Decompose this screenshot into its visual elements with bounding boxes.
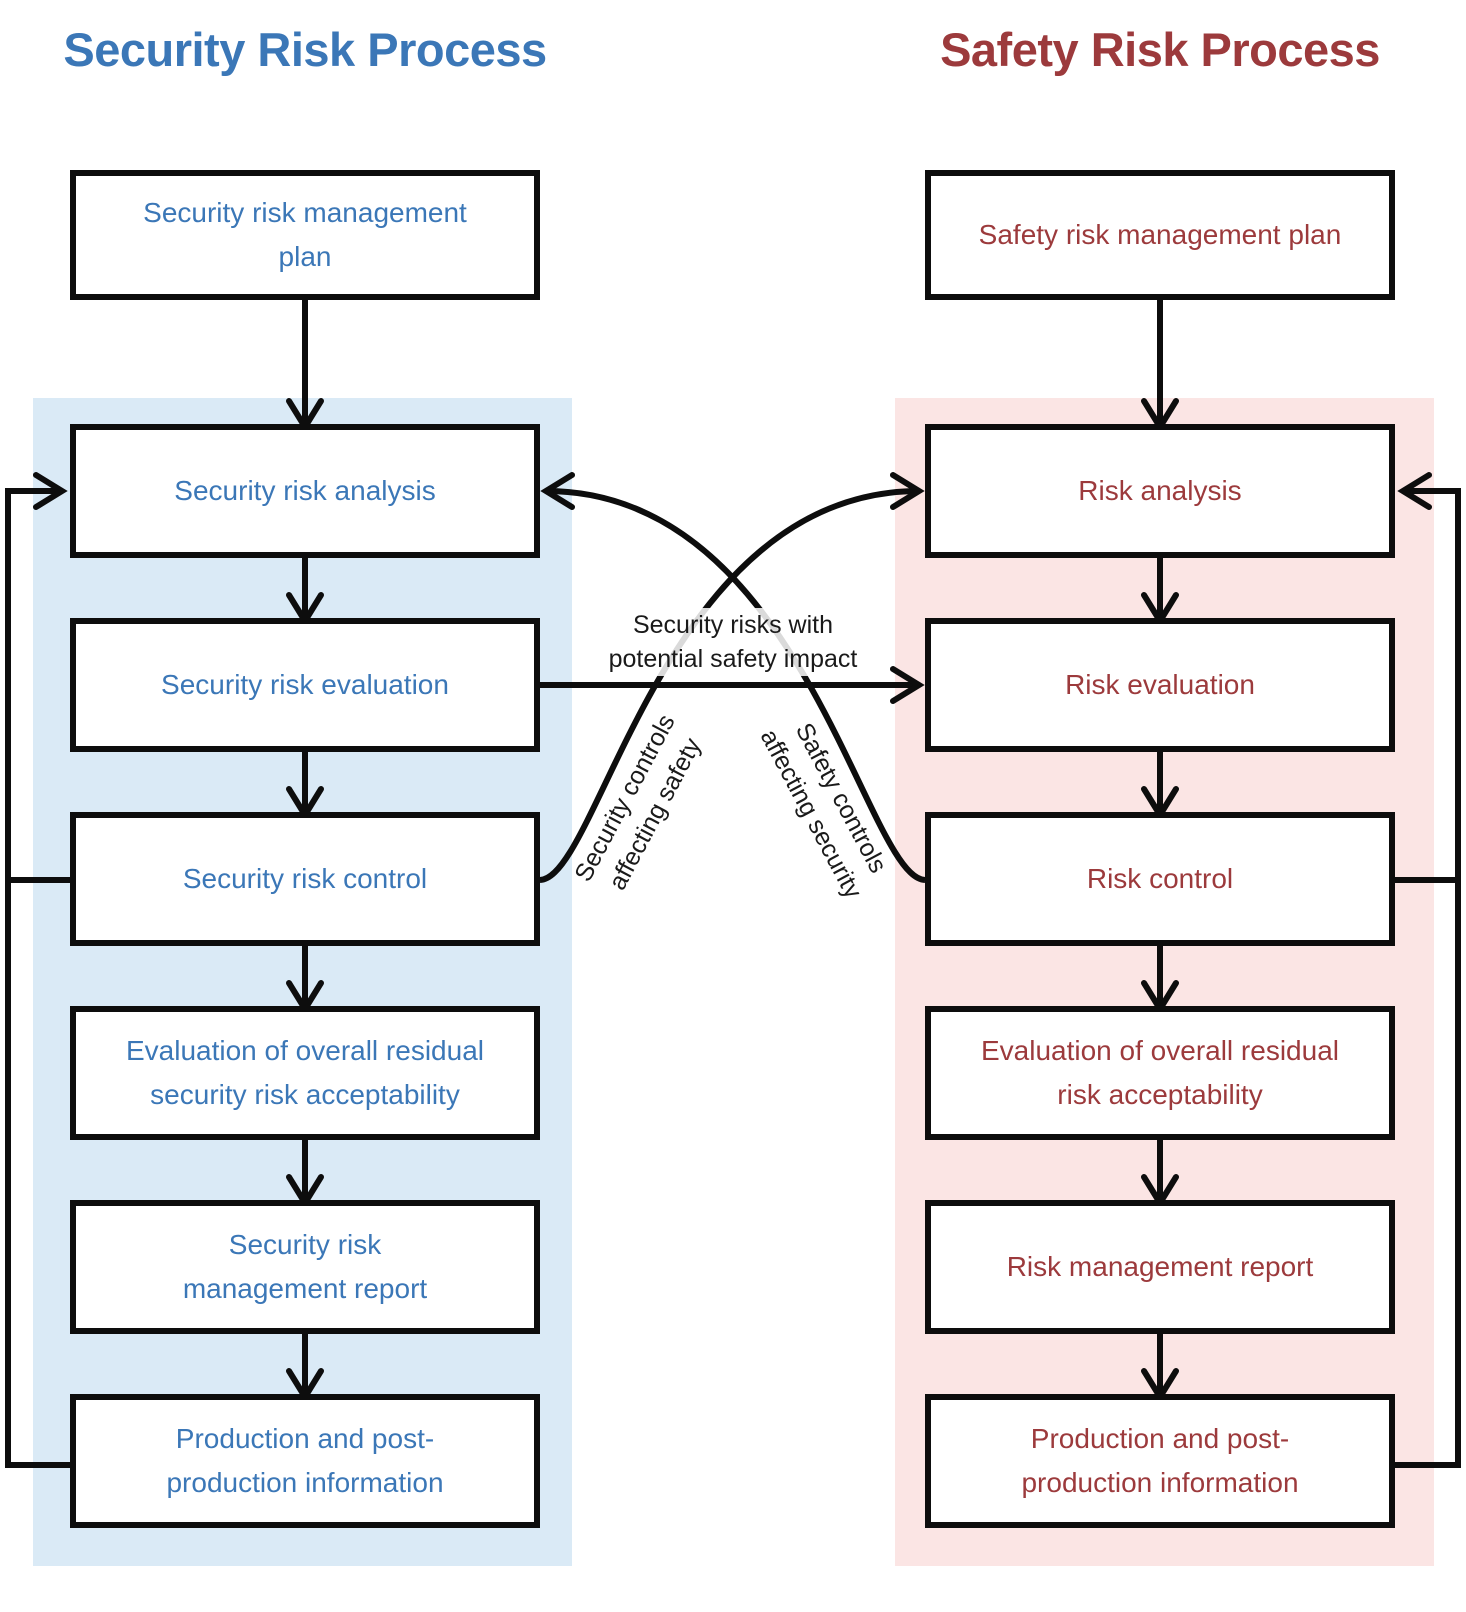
- node-label-line: Security risk analysis: [174, 475, 436, 506]
- node-label-line: Risk evaluation: [1065, 669, 1255, 700]
- feedback-left-loop: [5, 472, 70, 1468]
- node-security-residual-risk-acceptability: Evaluation of overall residual security …: [70, 1006, 540, 1140]
- node-label-line: management report: [182, 1273, 428, 1304]
- label-security-risks-impact: Security risks with potential safety imp…: [513, 608, 953, 676]
- node-risk-management-report: Risk management report: [925, 1200, 1395, 1334]
- node-security-risk-control: Security risk control: [70, 812, 540, 946]
- node-residual-risk-acceptability: Evaluation of overall residual risk acce…: [925, 1006, 1395, 1140]
- node-label-line: production information: [1021, 1467, 1299, 1498]
- node-security-risk-evaluation: Security risk evaluation: [70, 618, 540, 752]
- node-label-line: Security risk management: [143, 197, 467, 228]
- node-label-line: Security risk: [228, 1229, 382, 1260]
- node-label-line: production information: [166, 1467, 444, 1498]
- feedback-right-loop: [1395, 472, 1461, 1468]
- node-security-risk-management-report: Security risk management report: [70, 1200, 540, 1334]
- node-label-line: Evaluation of overall residual: [126, 1035, 484, 1066]
- node-label-line: Safety risk management plan: [978, 219, 1342, 250]
- curve-safety-controls-to-security-analysis: [540, 472, 926, 883]
- node-label-line: Evaluation of overall residual: [981, 1035, 1339, 1066]
- safety-process-title: Safety Risk Process: [940, 23, 1380, 76]
- node-security-risk-management-plan: Security risk management plan: [70, 170, 540, 300]
- node-label-line: security risk acceptability: [150, 1079, 460, 1110]
- node-risk-analysis: Risk analysis: [925, 424, 1395, 558]
- node-risk-control: Risk control: [925, 812, 1395, 946]
- node-label-line: Security risk control: [182, 863, 428, 894]
- node-label-line: Production and post-: [1030, 1423, 1290, 1454]
- node-label-line: risk acceptability: [1057, 1079, 1263, 1110]
- node-safety-risk-management-plan: Safety risk management plan: [925, 170, 1395, 300]
- node-security-production-information: Production and post- production informat…: [70, 1394, 540, 1528]
- node-security-risk-analysis: Security risk analysis: [70, 424, 540, 558]
- node-label-line: Risk control: [1086, 863, 1234, 894]
- node-label-line: Risk management report: [1006, 1251, 1314, 1282]
- node-label-line: plan: [278, 241, 332, 272]
- node-safety-production-information: Production and post- production informat…: [925, 1394, 1395, 1528]
- node-label-line: Risk analysis: [1078, 475, 1242, 506]
- curve-security-controls-to-risk-analysis: [539, 472, 925, 883]
- node-risk-evaluation: Risk evaluation: [925, 618, 1395, 752]
- node-label-line: Production and post-: [175, 1423, 435, 1454]
- security-process-title: Security Risk Process: [63, 23, 547, 76]
- node-label-line: Security risk evaluation: [161, 669, 449, 700]
